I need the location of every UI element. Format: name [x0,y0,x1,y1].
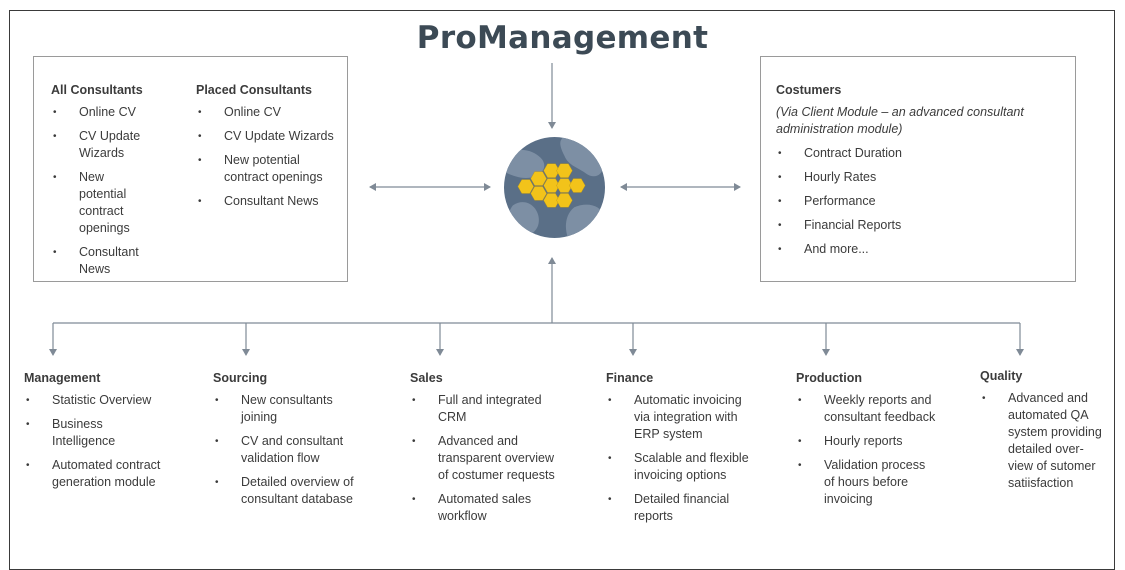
list-item: Detailed financial reports [606,491,744,525]
module-quality: Quality Advanced and automated QA system… [980,369,1120,499]
list-item: Hourly Rates [776,169,1066,186]
module-heading: Production [796,371,862,385]
list-item: Consultant News [196,193,346,210]
list-item: Business Intelligence [24,416,142,450]
costumers-box: Costumers (Via Client Module – an advanc… [760,56,1076,282]
list-item: Automated contract generation module [24,457,180,491]
list-item: New potential contract openings [196,152,342,186]
module-sales: Sales Full and integrated CRM Advanced a… [410,371,590,532]
consultants-box: All Consultants Online CV CV Update Wiza… [33,56,348,282]
list-item: Hourly reports [796,433,976,450]
list-item: Online CV [196,104,346,121]
costumers-heading: Costumers [776,83,842,97]
list-item: Detailed overview of consultant database [213,474,366,508]
list-item: Automatic invoicing via integration with… [606,392,759,443]
list-item: Consultant News [51,244,149,278]
module-heading: Sourcing [213,371,268,385]
globe-honeycomb-icon [503,136,606,239]
module-heading: Quality [980,369,1023,383]
list-item: Statistic Overview [24,392,189,409]
list-item: CV and consultant validation flow [213,433,366,467]
all-consultants-column: All Consultants Online CV CV Update Wiza… [51,83,191,285]
list-item: CV Update Wizards [196,128,346,145]
list-item: Advanced and automated QA system providi… [980,390,1108,492]
list-item: Performance [776,193,1066,210]
list-item: New consultants joining [213,392,366,426]
module-sourcing: Sourcing New consultants joining CV and … [213,371,393,515]
all-consultants-heading: All Consultants [51,83,143,97]
module-management: Management Statistic Overview Business I… [24,371,204,498]
list-item: Automated sales workflow [410,491,558,525]
list-item: And more... [776,241,1066,258]
placed-consultants-column: Placed Consultants Online CV CV Update W… [196,83,346,217]
module-production: Production Weekly reports and consultant… [796,371,976,515]
list-item: Scalable and flexible invoicing options [606,450,759,484]
list-item: Contract Duration [776,145,1066,162]
client-module-note: (Via Client Module – an advanced consult… [776,105,1024,136]
list-item: Advanced and transparent overview of cos… [410,433,558,484]
list-item: Full and integrated CRM [410,392,558,426]
costumers-column: Costumers (Via Client Module – an advanc… [776,83,1066,265]
module-heading: Finance [606,371,654,385]
module-heading: Management [24,371,101,385]
diagram-title: ProManagement [416,20,709,56]
list-item: New potential contract openings [51,169,149,237]
list-item: CV Update Wizards [51,128,149,162]
list-item: Weekly reports and consultant feedback [796,392,949,426]
placed-consultants-heading: Placed Consultants [196,83,312,97]
list-item: Financial Reports [776,217,1066,234]
module-finance: Finance Automatic invoicing via integrat… [606,371,786,532]
module-heading: Sales [410,371,443,385]
list-item: Online CV [51,104,171,121]
list-item: Validation process of hours before invoi… [796,457,939,508]
